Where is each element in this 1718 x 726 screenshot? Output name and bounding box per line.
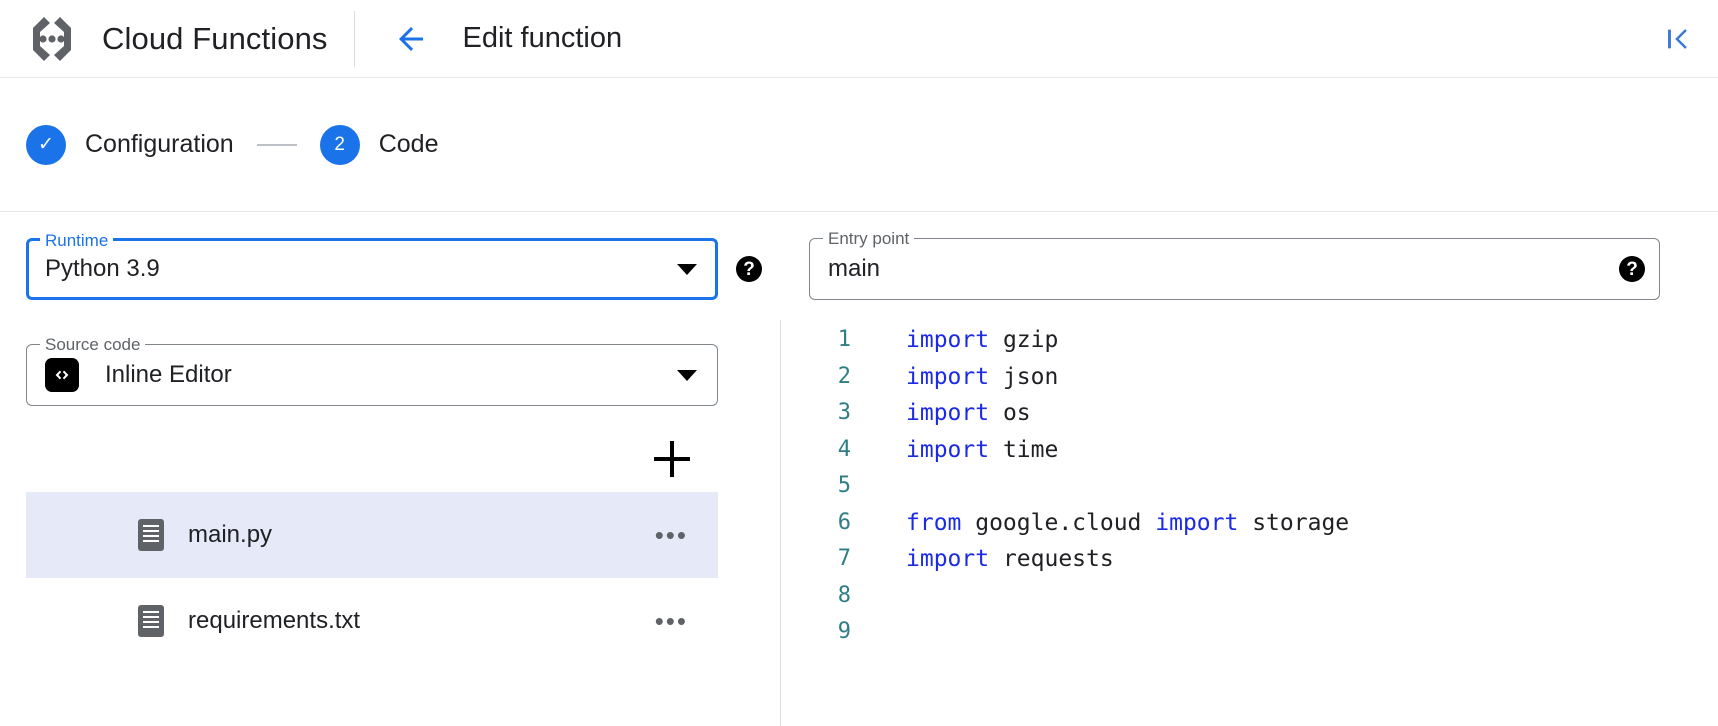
line-number: 6 bbox=[837, 509, 851, 535]
right-pane: Entry point main ? 1 import gzip 2 import j… bbox=[781, 212, 1718, 726]
file-name: requirements.txt bbox=[188, 607, 361, 634]
chevron-down-icon[interactable] bbox=[677, 263, 697, 275]
entry-point-row: Entry point main ? bbox=[781, 212, 1718, 300]
code-line-text bbox=[851, 614, 906, 651]
entry-point-input[interactable]: Entry point main ? bbox=[809, 228, 1660, 300]
page-title: Edit function bbox=[462, 22, 623, 54]
stepper: ✓ Configuration 2 Code bbox=[26, 124, 439, 165]
file-icon bbox=[138, 519, 164, 551]
line-number: 3 bbox=[837, 400, 851, 425]
source-code-value: Inline Editor bbox=[105, 361, 232, 388]
file-list-item-main-py[interactable]: main.py ••• bbox=[26, 492, 718, 578]
file-more-options-icon[interactable]: ••• bbox=[654, 520, 688, 550]
entry-point-label: Entry point bbox=[823, 228, 915, 250]
step-code-label: Code bbox=[378, 130, 439, 158]
step-configuration[interactable]: ✓ Configuration bbox=[26, 124, 234, 165]
file-more-options-icon[interactable]: ••• bbox=[654, 606, 688, 636]
line-number: 5 bbox=[837, 473, 851, 498]
step-connector bbox=[256, 143, 297, 146]
code-line: 2 import json bbox=[781, 359, 1718, 396]
code-line: 4 import time bbox=[781, 432, 1718, 469]
line-number: 4 bbox=[837, 436, 851, 462]
code-line-text: import requests bbox=[906, 546, 1114, 572]
cloud-functions-logo-icon bbox=[24, 11, 80, 67]
pane-divider bbox=[780, 320, 781, 726]
entry-point-value: main bbox=[828, 255, 881, 282]
source-code-select[interactable]: Source code Inline Editor bbox=[26, 334, 718, 406]
file-list-item-requirements-txt[interactable]: requirements.txt ••• bbox=[26, 578, 718, 664]
line-number: 8 bbox=[837, 582, 851, 608]
runtime-select[interactable]: Runtime Python 3.9 bbox=[26, 230, 718, 300]
add-file-row bbox=[26, 432, 718, 486]
brand: Cloud Functions bbox=[24, 11, 354, 67]
code-line-text bbox=[851, 468, 906, 505]
runtime-help-icon[interactable]: ? bbox=[736, 256, 762, 282]
line-number: 9 bbox=[837, 619, 851, 644]
file-name: main.py bbox=[188, 521, 273, 548]
step-configuration-marker: ✓ bbox=[26, 124, 66, 165]
step-code-marker: 2 bbox=[319, 124, 360, 165]
runtime-row: Runtime Python 3.9 ? bbox=[26, 230, 762, 300]
code-line-text bbox=[851, 578, 906, 615]
code-line: 8 bbox=[781, 578, 1718, 615]
source-code-label: Source code bbox=[40, 334, 146, 356]
brand-title: Cloud Functions bbox=[102, 20, 328, 56]
code-line: 7 import requests bbox=[781, 541, 1718, 578]
code-editor[interactable]: 1 import gzip 2 import json 3 import os 4 impor… bbox=[781, 300, 1718, 651]
step-code[interactable]: 2 Code bbox=[319, 124, 439, 165]
line-number: 7 bbox=[837, 546, 851, 571]
runtime-label: Runtime bbox=[40, 230, 114, 252]
page-header: Edit function bbox=[355, 17, 623, 61]
entry-point-help-icon[interactable]: ? bbox=[1619, 256, 1645, 282]
chevron-down-icon[interactable] bbox=[677, 369, 697, 381]
left-pane: Runtime Python 3.9 ? Source code Inline … bbox=[0, 212, 780, 726]
code-line: 5 bbox=[781, 468, 1718, 505]
code-line-text: import json bbox=[906, 363, 1059, 390]
runtime-value: Python 3.9 bbox=[45, 255, 160, 282]
file-list: main.py ••• requirements.txt ••• bbox=[26, 492, 718, 664]
content-area: Runtime Python 3.9 ? Source code Inline … bbox=[0, 212, 1718, 726]
code-line-text: import gzip bbox=[906, 327, 1059, 353]
file-icon bbox=[138, 605, 164, 637]
arrow-left-icon[interactable] bbox=[389, 17, 433, 61]
code-line-text: import time bbox=[906, 436, 1059, 463]
app-bar: Cloud Functions Edit function bbox=[0, 0, 1718, 78]
source-code-row: Source code Inline Editor bbox=[26, 334, 718, 406]
code-line: 3 import os bbox=[781, 395, 1718, 432]
code-brackets-icon bbox=[45, 358, 79, 392]
collapse-panel-icon[interactable] bbox=[1658, 19, 1698, 59]
plus-icon[interactable] bbox=[652, 439, 692, 479]
line-number: 2 bbox=[837, 363, 851, 389]
stepper-bar: ✓ Configuration 2 Code bbox=[0, 78, 1718, 212]
code-line: 9 bbox=[781, 614, 1718, 651]
line-number: 1 bbox=[837, 327, 851, 352]
code-line: 1 import gzip bbox=[781, 322, 1718, 359]
appbar-divider bbox=[353, 10, 355, 67]
code-line-text: from google.cloud import storage bbox=[906, 509, 1350, 536]
code-line: 6 from google.cloud import storage bbox=[781, 505, 1718, 542]
code-line-text: import os bbox=[906, 400, 1031, 426]
step-configuration-label: Configuration bbox=[85, 130, 234, 158]
